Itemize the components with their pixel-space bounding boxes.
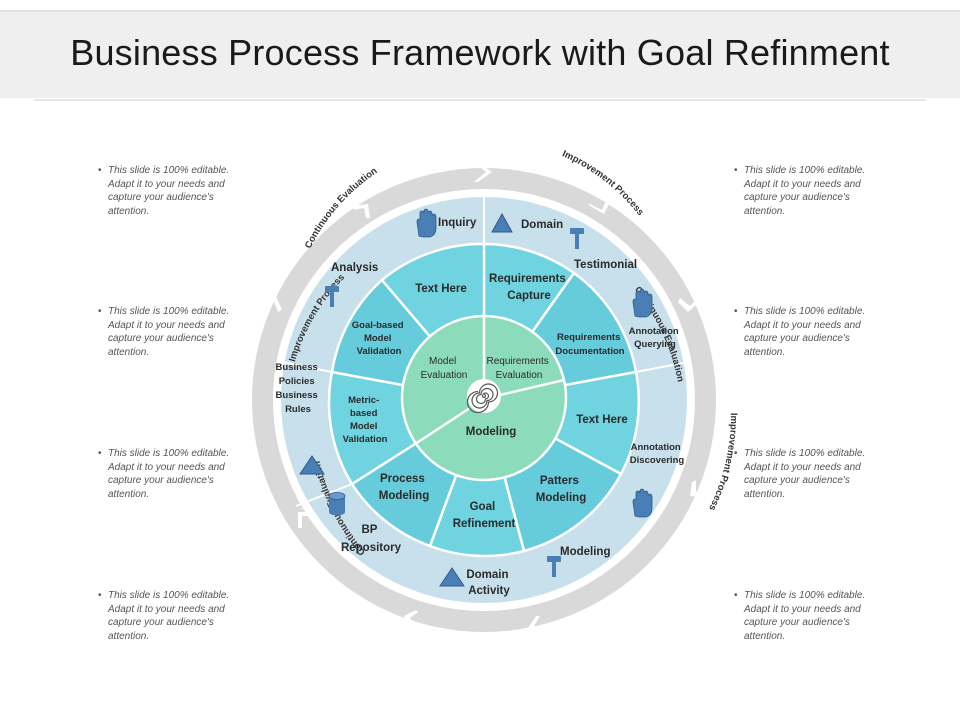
- triangle-icon: [439, 567, 465, 587]
- segment-text-here-right: Text Here: [576, 414, 628, 426]
- center-requirements-evaluation: Requirements Evaluation: [486, 356, 551, 381]
- segment-patters-modeling: Patters Modeling: [536, 475, 586, 504]
- segment-goal-refinement: Goal Refinement: [453, 501, 516, 530]
- ring-chevrons: [262, 162, 708, 638]
- cylinder-icon: [328, 492, 346, 516]
- hand-icon: [632, 288, 653, 318]
- label-annotation-querying: Annotation Querying: [629, 326, 682, 350]
- label-inquiry: Inquiry: [438, 217, 477, 229]
- label-analysis: Analysis: [331, 262, 378, 274]
- note-right-3: This slide is 100% editable. Adapt it to…: [734, 447, 876, 501]
- segment-metric-based: Metric- based Model Validation: [343, 395, 388, 445]
- note-right-1: This slide is 100% editable. Adapt it to…: [734, 164, 876, 218]
- title-divider: [34, 99, 926, 101]
- title-band: [0, 10, 960, 98]
- note-left-1: This slide is 100% editable. Adapt it to…: [98, 164, 240, 218]
- center-modeling: Modeling: [466, 426, 516, 438]
- hammer-icon: [325, 286, 339, 307]
- segment-text-here-top: Text Here: [415, 283, 467, 295]
- label-bp-repository: BP Repository: [341, 524, 402, 554]
- hand-icon: [416, 208, 437, 238]
- note-left-3: This slide is 100% editable. Adapt it to…: [98, 447, 240, 501]
- page-title: Business Process Framework with Goal Ref…: [70, 32, 890, 73]
- label-modeling-band: Modeling: [560, 546, 610, 558]
- hammer-icon: [547, 556, 561, 577]
- label-business-policies: Business Policies Business Rules: [276, 362, 321, 415]
- label-testimonial: Testimonial: [574, 259, 637, 271]
- label-annotation-discovering: Annotation Discovering: [630, 442, 685, 466]
- segment-requirements-documentation: Requirements Documentation: [555, 332, 624, 357]
- triangle-icon: [299, 455, 325, 475]
- center-model-evaluation: Model Evaluation: [421, 356, 468, 381]
- hand-icon: [632, 488, 653, 518]
- note-left-2: This slide is 100% editable. Adapt it to…: [98, 305, 240, 359]
- note-left-4: This slide is 100% editable. Adapt it to…: [98, 589, 240, 643]
- segment-goal-based: Goal-based Model Validation: [352, 320, 406, 357]
- segment-process-modeling: Process Modeling: [379, 473, 429, 502]
- segment-requirements-capture: Requirements Capture: [489, 273, 569, 302]
- triangle-icon: [491, 212, 513, 233]
- note-right-2: This slide is 100% editable. Adapt it to…: [734, 305, 876, 359]
- note-right-4: This slide is 100% editable. Adapt it to…: [734, 589, 876, 643]
- hammer-icon: [570, 228, 584, 249]
- spiral-icon: [466, 383, 499, 414]
- label-domain-activity: Domain Activity: [466, 569, 511, 597]
- band-dividers: [281, 196, 689, 507]
- label-domain: Domain: [521, 219, 563, 231]
